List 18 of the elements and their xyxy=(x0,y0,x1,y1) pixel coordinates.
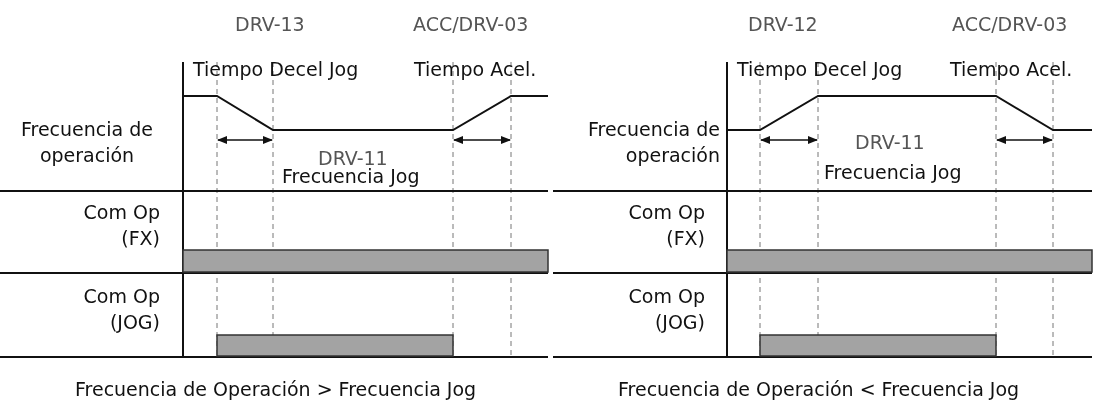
signal-label: Com Op (JOG) xyxy=(82,284,160,335)
time-label: Tiempo Decel Jog xyxy=(737,57,903,82)
time-label: Tiempo Acel. xyxy=(950,57,1073,82)
time-label: Tiempo Decel Jog xyxy=(193,57,359,82)
caption: Frecuencia de Operación < Frecuencia Jog xyxy=(618,377,1020,402)
parameter-code: ACC/DRV-03 xyxy=(413,12,529,37)
time-label: Tiempo Acel. xyxy=(414,57,537,82)
parameter-code: DRV-12 xyxy=(748,12,818,37)
parameter-code: DRV-13 xyxy=(235,12,305,37)
parameter-code: DRV-11 xyxy=(855,130,925,155)
signal-label: Frecuencia de operación xyxy=(20,117,154,168)
caption: Frecuencia de Operación > Frecuencia Jog xyxy=(75,377,477,402)
parameter-code: ACC/DRV-03 xyxy=(952,12,1068,37)
signal-label: Frecuencia de operación xyxy=(587,117,720,168)
signal-label: Com Op (JOG) xyxy=(627,284,705,335)
signal-label: Com Op (FX) xyxy=(627,200,705,251)
value-label: Frecuencia Jog xyxy=(824,160,962,185)
signal-label: Com Op (FX) xyxy=(82,200,160,251)
